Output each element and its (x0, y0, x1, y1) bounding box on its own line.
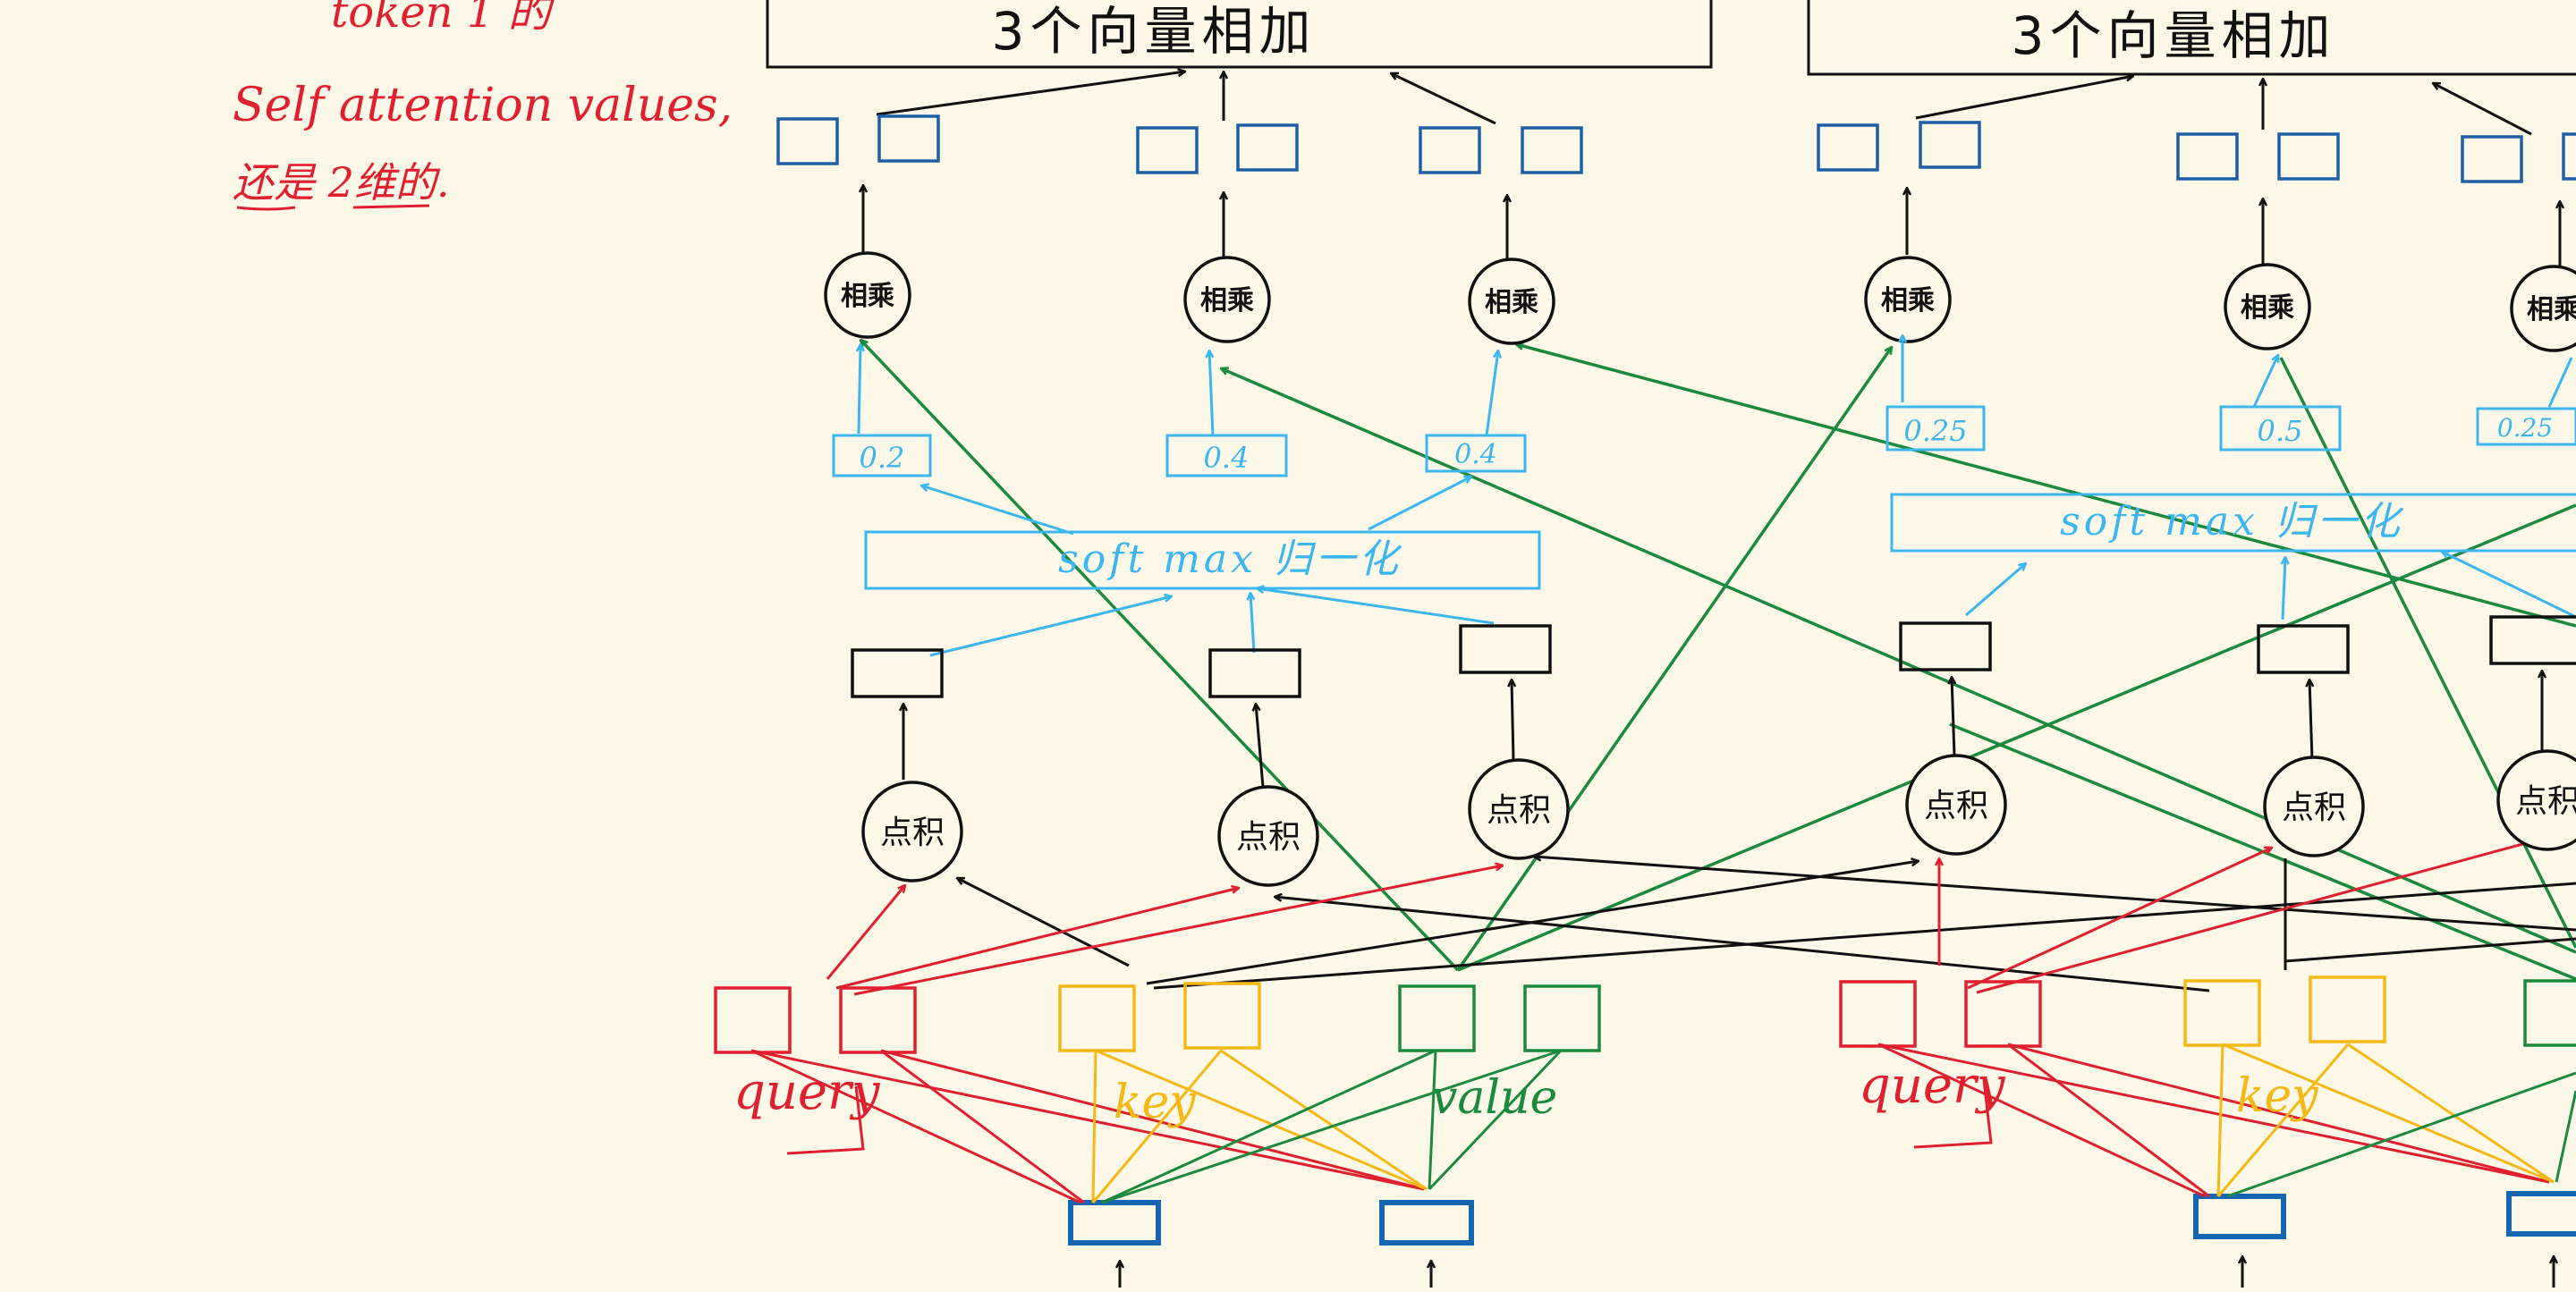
key-label: key (1114, 1076, 1196, 1129)
svg-text:0.5: 0.5 (2258, 414, 2303, 448)
output-vector-cell (1236, 123, 1299, 172)
output-vector-cell (2461, 135, 2523, 183)
softmax-box (1890, 493, 2576, 553)
query-to-dot-lines (826, 840, 2536, 996)
svg-text:相乘: 相乘 (1881, 285, 1935, 317)
output-vector-cell (1817, 123, 1879, 172)
dot-product-node: 点积 (1468, 758, 1570, 860)
annotation-note: token 1 的 Self attention values, 还是 2维的. (233, 0, 733, 211)
svg-text:点积: 点积 (1236, 819, 1301, 856)
sum-box-label: 3个向量相加 (992, 1, 1317, 62)
attention-panel-1: 3个向量相加 相乘 相乘 (714, 0, 1713, 1288)
weight-box: 0.2 (832, 434, 932, 477)
attention-panel-2: 3个向量相加 相乘 相乘 相乘 (1807, 0, 2576, 1288)
score-box (1459, 624, 1552, 674)
svg-text:0.4: 0.4 (1454, 439, 1497, 470)
score-boxes (851, 624, 1552, 698)
input-token-box (2193, 1194, 2286, 1239)
svg-text:相乘: 相乘 (1200, 285, 1254, 317)
key-vector (2183, 975, 2386, 1047)
weight-box: 0.5 (2219, 405, 2342, 452)
score-boxes (1899, 615, 2576, 674)
softmax-label: soft max 归一化 (1058, 536, 1402, 582)
svg-text:0.4: 0.4 (1204, 441, 1250, 475)
score-box (1208, 648, 1301, 698)
svg-text:相乘: 相乘 (2241, 292, 2294, 324)
query-vector (714, 986, 917, 1054)
svg-text:相乘: 相乘 (2527, 294, 2576, 325)
svg-text:0.25: 0.25 (2497, 413, 2553, 443)
input-tokens (2193, 1191, 2576, 1239)
svg-text:点积: 点积 (1487, 792, 1551, 829)
key-vector (1058, 982, 1261, 1052)
multiply-node: 相乘 (1183, 256, 1271, 343)
output-vector-cell (2176, 132, 2239, 181)
softmax-box (864, 530, 1541, 590)
score-box (2257, 624, 2350, 674)
query-vector (1839, 980, 2042, 1048)
output-vector-cell (2562, 132, 2576, 181)
input-token-box (1068, 1200, 1161, 1246)
multiply-node: 相乘 (2224, 263, 2311, 350)
annotation-line-2: Self attention values, (233, 79, 733, 132)
output-vector-cell (1919, 121, 1981, 169)
input-tokens (1068, 1200, 1474, 1246)
annotation-line-3: 还是 2维的. (233, 158, 450, 207)
sum-box-label: 3个向量相加 (2012, 5, 2336, 66)
weight-box: 0.4 (1425, 434, 1527, 473)
key-to-dot-lines (957, 857, 2576, 992)
value-to-multiply-lines (860, 340, 2576, 981)
output-vector-cell (1521, 126, 1583, 174)
sum-box (1807, 0, 2576, 76)
output-vector-cell (877, 114, 940, 163)
score-box (851, 648, 944, 698)
multiply-node: 相乘 (2510, 265, 2576, 352)
svg-text:点积: 点积 (1924, 788, 1988, 824)
key-label: key (2236, 1069, 2318, 1123)
output-vector-cell (1136, 126, 1199, 174)
softmax-label: soft max 归一化 (2060, 499, 2404, 545)
svg-text:相乘: 相乘 (841, 281, 894, 312)
score-box (2489, 615, 2576, 665)
dot-product-node: 点积 (1905, 754, 2007, 856)
svg-text:0.25: 0.25 (1903, 414, 1967, 448)
output-vector-cell (2277, 132, 2340, 181)
query-label: query (1859, 1057, 2006, 1115)
multiply-node: 相乘 (1864, 256, 1952, 343)
dot-product-node: 点积 (2496, 749, 2576, 851)
dot-product-node: 点积 (861, 781, 963, 882)
weight-box: 0.4 (1165, 434, 1288, 477)
weight-box: 0.25 (2476, 407, 2576, 446)
svg-text:相乘: 相乘 (1485, 287, 1538, 318)
input-token-box (1379, 1200, 1474, 1246)
svg-text:点积: 点积 (880, 815, 945, 851)
dot-product-node: 点积 (2263, 756, 2365, 857)
annotation-line-1: token 1 的 (331, 0, 555, 38)
output-vector-cell (776, 117, 839, 165)
multiply-node: 相乘 (1468, 258, 1555, 345)
svg-text:点积: 点积 (2515, 783, 2576, 820)
output-vectors (776, 114, 1583, 174)
output-vectors (1817, 121, 2576, 183)
weight-box: 0.25 (1885, 405, 1986, 452)
value-vector (2523, 979, 2576, 1047)
dot-product-node: 点积 (1217, 785, 1319, 887)
svg-text:0.2: 0.2 (860, 441, 905, 475)
sum-box (766, 0, 1713, 69)
value-label: value (1431, 1071, 1557, 1125)
svg-text:点积: 点积 (2282, 790, 2346, 826)
score-box (1899, 621, 1992, 671)
output-vector-cell (1419, 126, 1481, 174)
value-vector (1398, 984, 1601, 1052)
multiply-node: 相乘 (824, 251, 911, 339)
input-token-box (2506, 1191, 2576, 1237)
annotation-underline (236, 204, 430, 211)
